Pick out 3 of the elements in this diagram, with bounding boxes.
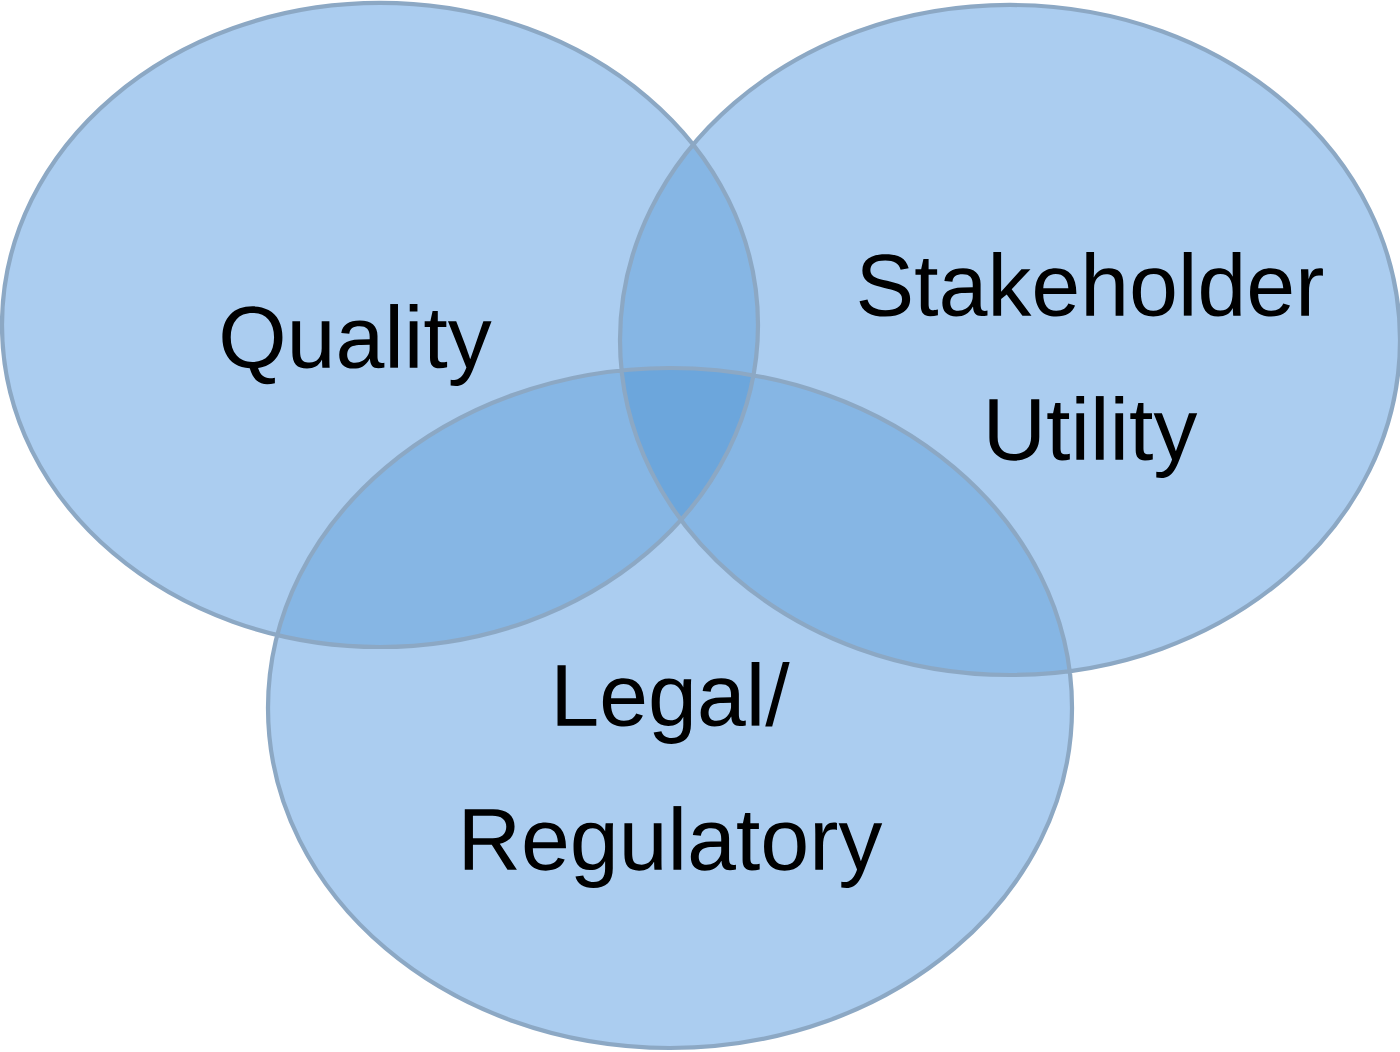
circle-label: Quality (222, 304, 492, 386)
circle-label: Legal/ Regulatory (464, 662, 883, 888)
circle-label: Stakeholder Utility (859, 252, 1323, 478)
